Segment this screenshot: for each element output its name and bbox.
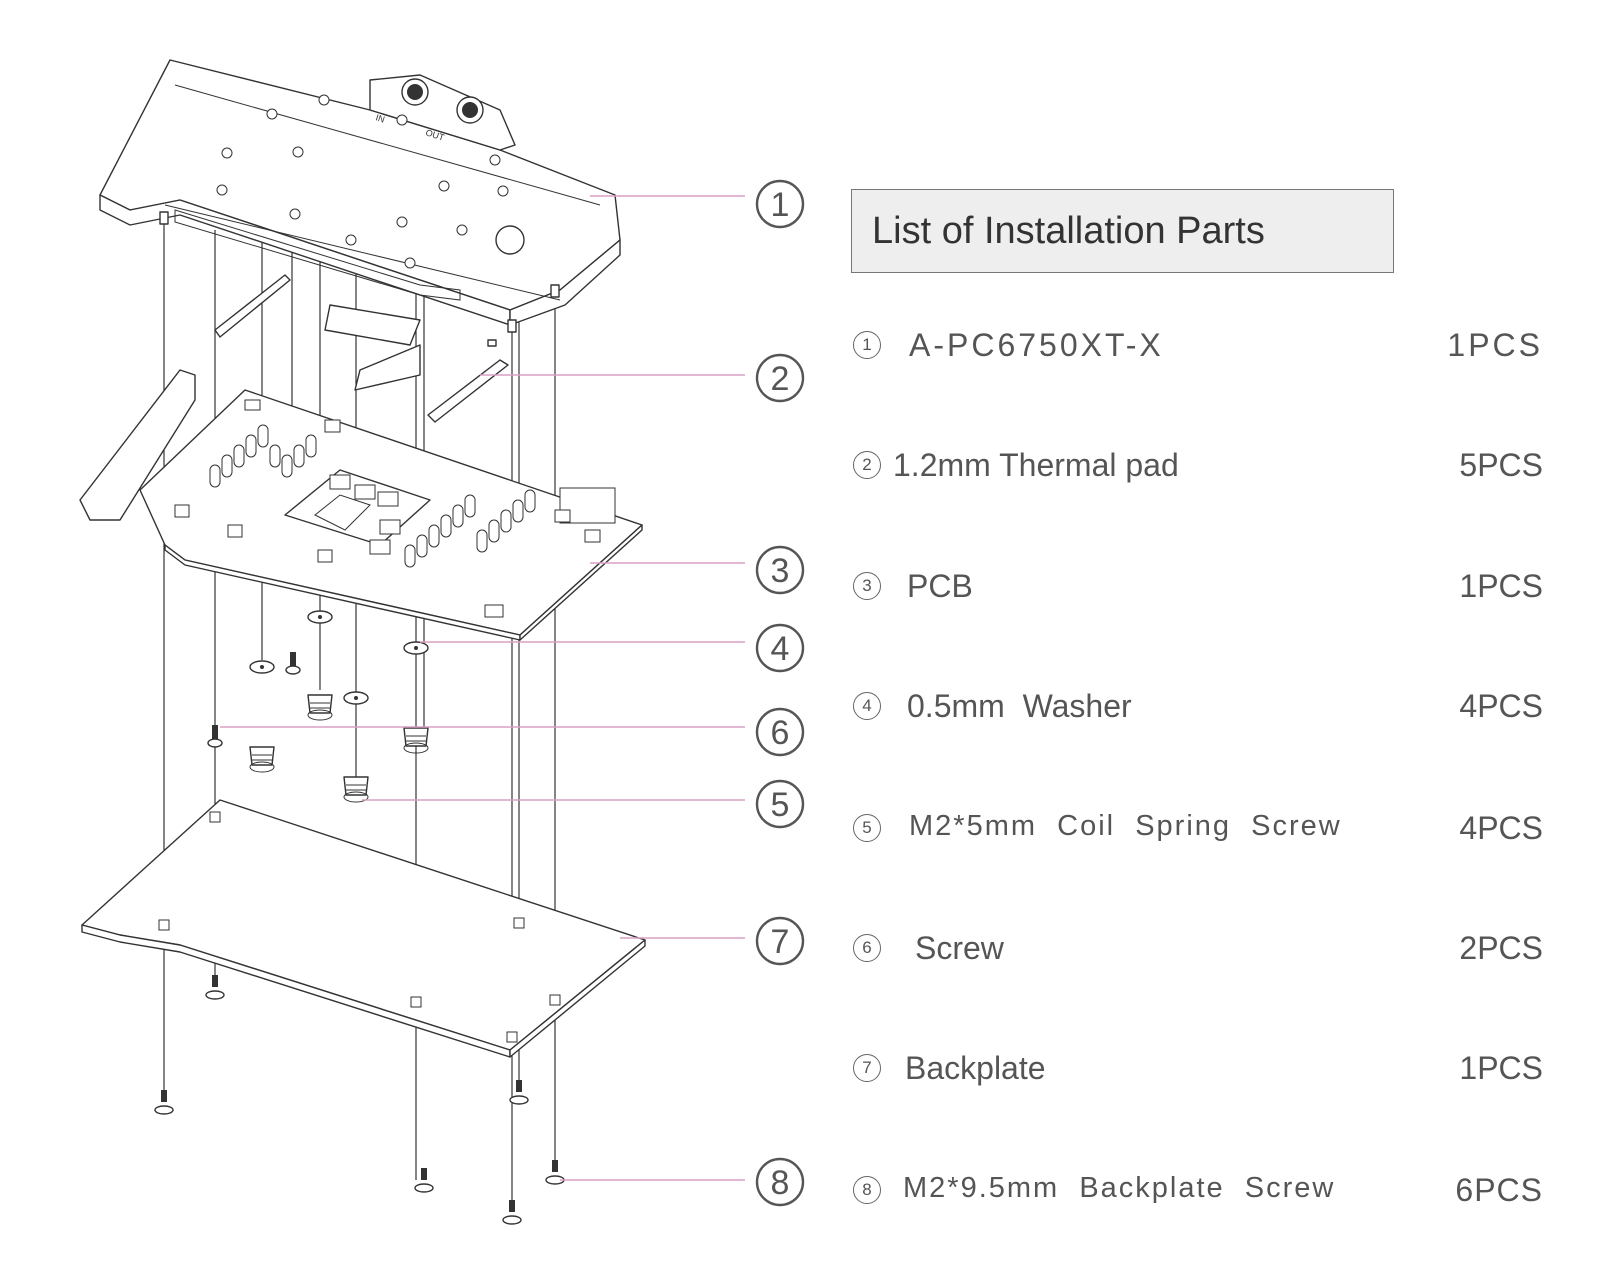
- part-row-7: 7 Backplate 1PCS: [853, 1050, 1543, 1090]
- callout-7: 7: [755, 916, 805, 966]
- callout-2: 2: [755, 353, 805, 403]
- svg-text:6: 6: [771, 714, 790, 752]
- part-name: Screw: [915, 930, 1004, 966]
- part-index: 6: [853, 934, 881, 962]
- part-index: 1: [853, 331, 881, 359]
- part-index: 7: [853, 1054, 881, 1082]
- part-row-1: 1 A-PC6750XT-X 1PCS: [853, 327, 1543, 367]
- part-row-3: 3 PCB 1PCS: [853, 568, 1543, 608]
- parts-list-title: List of Installation Parts: [872, 210, 1265, 252]
- part-index: 4: [853, 692, 881, 720]
- backplate: [81, 799, 646, 1058]
- callouts: 1 2 3 4 6 5 7 8: [755, 179, 805, 1207]
- part-name: 0.5mm Washer: [907, 688, 1132, 724]
- part-qty: 5PCS: [1459, 447, 1543, 483]
- inlet-label: IN: [374, 112, 386, 124]
- svg-text:4: 4: [771, 630, 790, 668]
- part-qty: 1PCS: [1459, 568, 1543, 604]
- part-index: 2: [853, 451, 881, 479]
- part-row-8: 8 M2*9.5mm Backplate Screw 6PCS: [853, 1172, 1543, 1212]
- part-row-5: 5 M2*5mm Coil Spring Screw 4PCS: [853, 810, 1543, 850]
- backplate-screws: [154, 975, 565, 1225]
- callout-8: 8: [755, 1157, 805, 1207]
- pcb-components: [174, 399, 616, 618]
- part-qty: 1PCS: [1447, 327, 1543, 363]
- part-index: 5: [853, 814, 881, 842]
- water-block: IN OUT: [99, 59, 621, 333]
- part-name: M2*9.5mm Backplate Screw: [903, 1172, 1336, 1204]
- svg-text:8: 8: [771, 1164, 790, 1202]
- leader-lines: [220, 195, 745, 1181]
- callout-6: 6: [755, 707, 805, 757]
- part-qty: 1PCS: [1459, 1050, 1543, 1086]
- washers: [249, 610, 429, 705]
- part-index: 8: [853, 1176, 881, 1204]
- parts-list-header: List of Installation Parts: [851, 189, 1394, 273]
- part-name: A-PC6750XT-X: [909, 327, 1164, 363]
- part-qty: 4PCS: [1459, 688, 1543, 724]
- callout-4: 4: [755, 623, 805, 673]
- part-index: 3: [853, 572, 881, 600]
- callout-5: 5: [755, 779, 805, 829]
- callout-3: 3: [755, 545, 805, 595]
- pcb: [79, 369, 643, 641]
- svg-text:2: 2: [771, 360, 790, 398]
- part-row-2: 2 1.2mm Thermal pad 5PCS: [853, 447, 1543, 487]
- part-name: PCB: [907, 568, 973, 604]
- part-name: Backplate: [905, 1050, 1046, 1086]
- svg-text:3: 3: [771, 552, 790, 590]
- part-name: 1.2mm Thermal pad: [893, 447, 1179, 483]
- svg-text:7: 7: [771, 923, 790, 961]
- capacitors: [209, 424, 536, 568]
- part-row-6: 6 Screw 2PCS: [853, 930, 1543, 970]
- part-qty: 4PCS: [1459, 810, 1543, 846]
- svg-text:1: 1: [771, 186, 790, 224]
- callout-1: 1: [755, 179, 805, 229]
- screws: [207, 652, 301, 748]
- part-qty: 2PCS: [1459, 930, 1543, 966]
- svg-text:5: 5: [771, 786, 790, 824]
- part-name: M2*5mm Coil Spring Screw: [909, 810, 1342, 842]
- coil-spring-screws: [249, 694, 429, 803]
- part-qty: 6PCS: [1455, 1172, 1543, 1208]
- part-row-4: 4 0.5mm Washer 4PCS: [853, 688, 1543, 728]
